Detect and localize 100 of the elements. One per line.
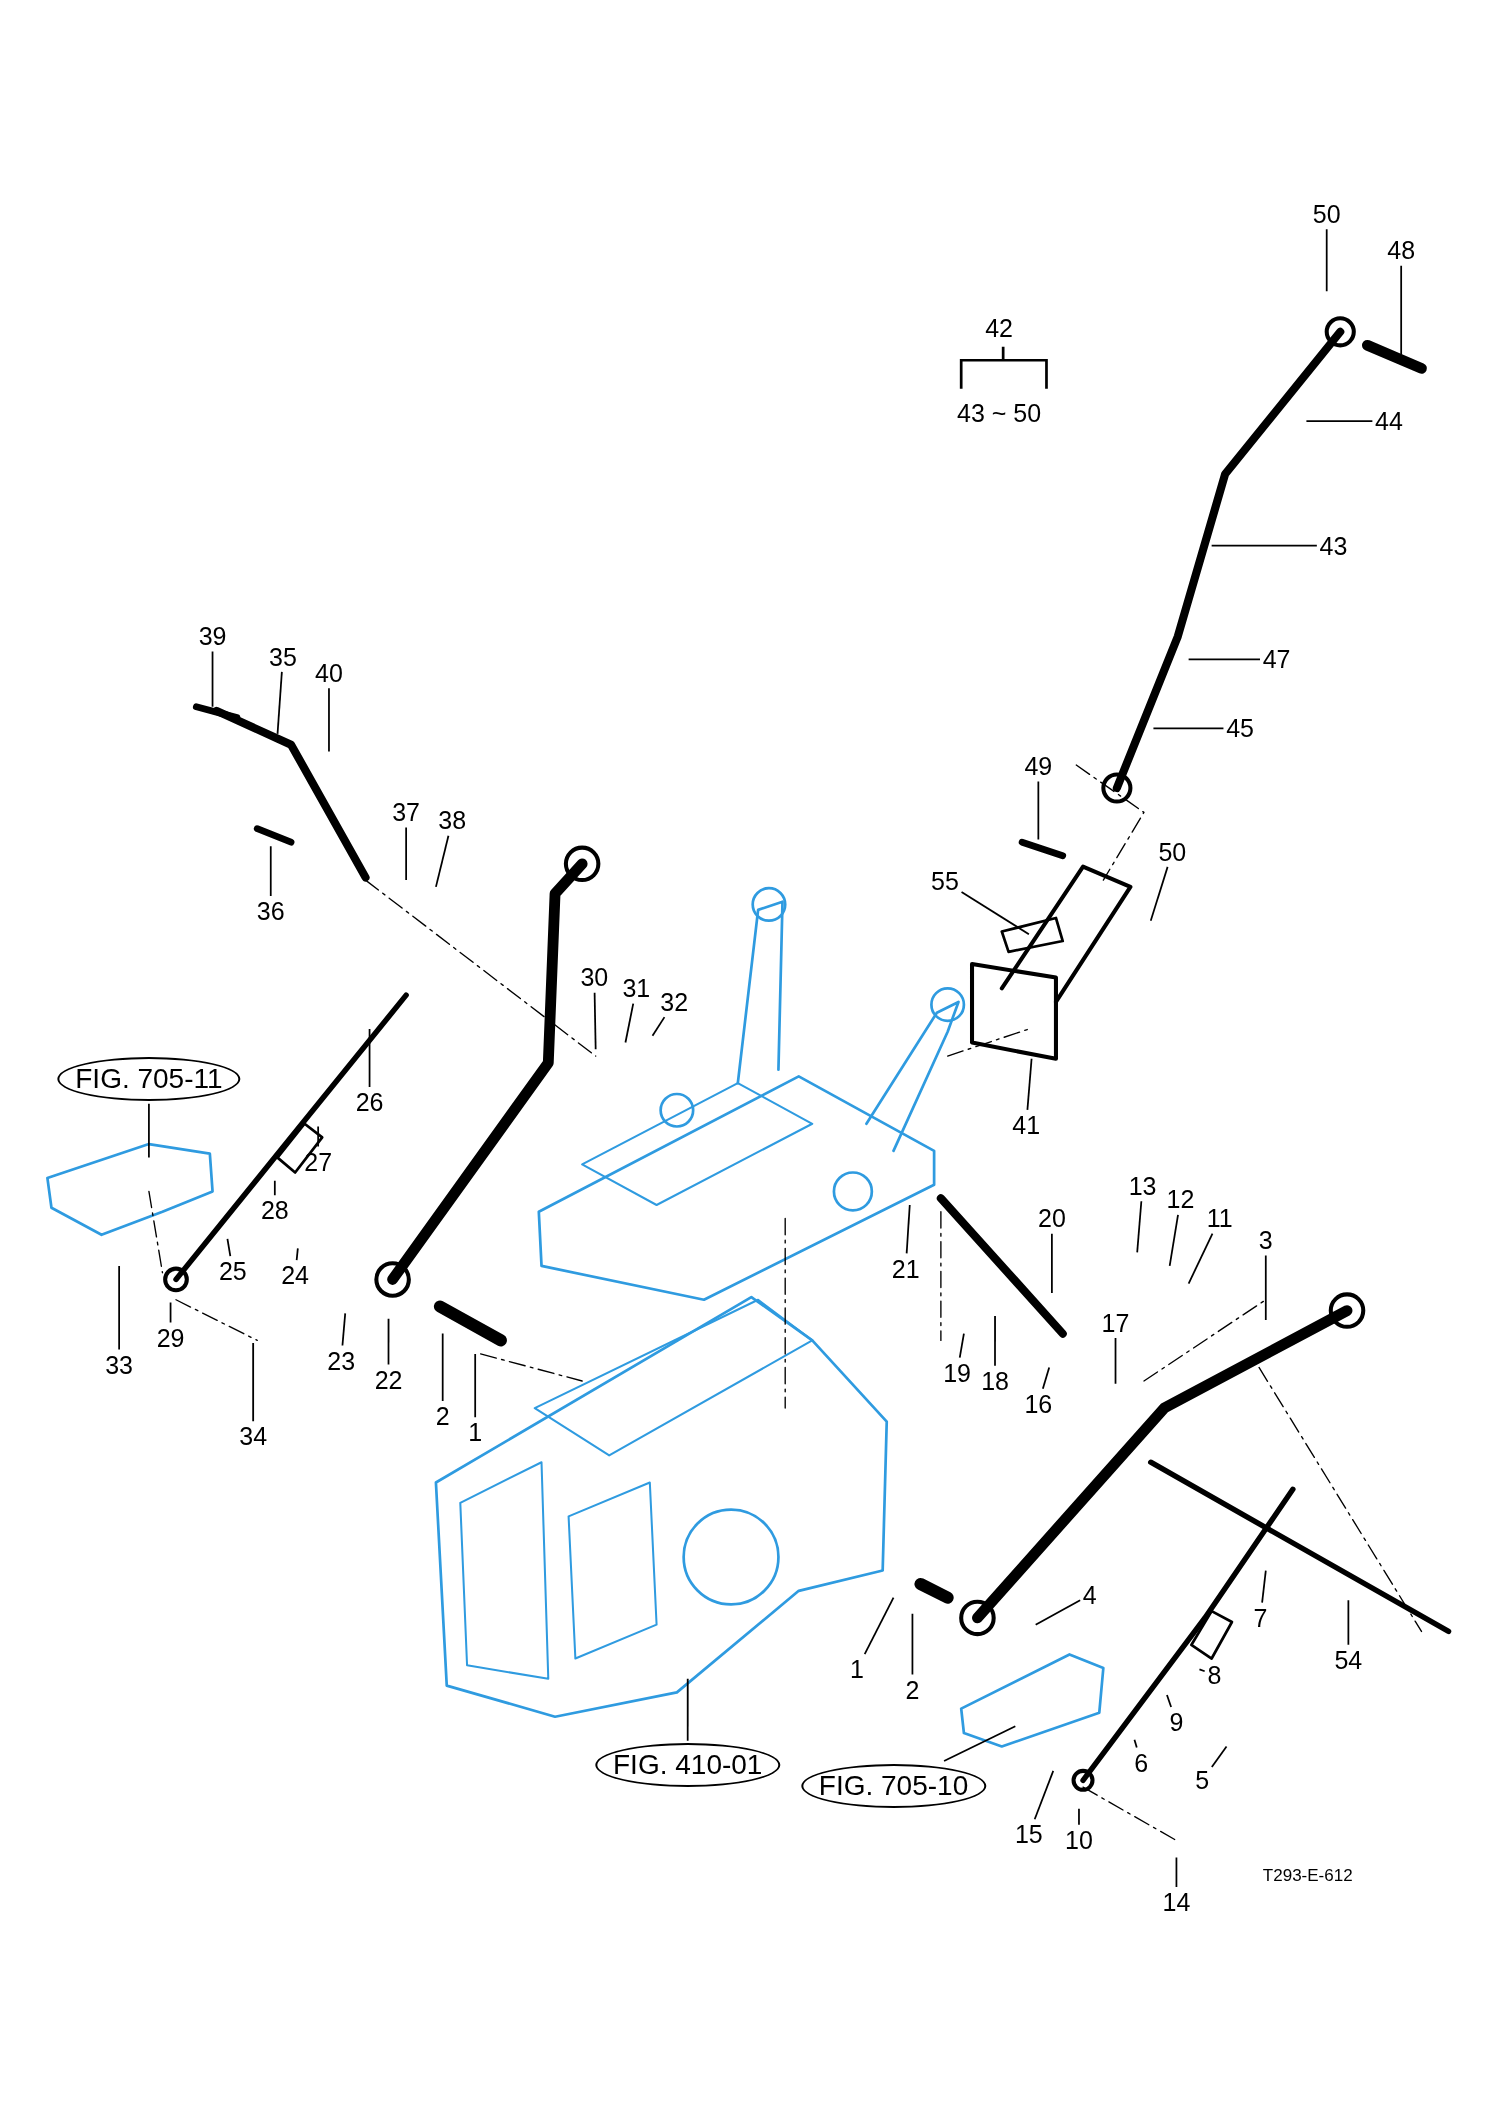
callout-number: 43 ~ 50 — [957, 400, 1042, 426]
leader-line — [1347, 1599, 1350, 1646]
callout-number: 14 — [1162, 1889, 1191, 1915]
leader-line — [226, 1237, 232, 1257]
leader-line — [1034, 1599, 1082, 1626]
callout-number: 12 — [1166, 1186, 1195, 1212]
callout-number: 9 — [1169, 1709, 1184, 1735]
leader-line — [686, 1677, 689, 1742]
leader-line — [405, 826, 407, 881]
leader-line — [905, 1204, 911, 1255]
leader-line — [211, 650, 214, 708]
leader-line — [328, 687, 330, 753]
callout-number: 36 — [256, 898, 285, 924]
leader-line — [1166, 1694, 1172, 1708]
callout-number: 24 — [281, 1262, 310, 1288]
callout-number: 39 — [198, 623, 227, 649]
callout-number: 38 — [438, 807, 467, 833]
figure-reference: FIG. 705-11 — [57, 1056, 241, 1101]
callout-number: 7 — [1253, 1605, 1268, 1631]
callout-number: 33 — [105, 1352, 134, 1378]
callout-number: 1 — [850, 1656, 864, 1682]
callout-number: 17 — [1101, 1310, 1130, 1336]
callout-number: 4 — [1082, 1582, 1097, 1608]
leader-line — [1078, 1807, 1080, 1826]
callout-number: 6 — [1134, 1750, 1149, 1776]
callout-number: 8 — [1207, 1662, 1222, 1688]
callout-number: 2 — [905, 1677, 920, 1702]
callout-number: 54 — [1334, 1647, 1363, 1673]
callout-number: 5 — [1195, 1767, 1210, 1793]
leader-line — [1051, 1232, 1053, 1294]
callout-number: 34 — [239, 1423, 268, 1449]
callout-number: 1 — [468, 1419, 483, 1445]
callout-number: 45 — [1226, 715, 1254, 741]
callout-number: 50 — [1312, 201, 1341, 227]
callout-number: 31 — [622, 975, 651, 1001]
callout-number: 44 — [1375, 408, 1403, 434]
callout-number: 18 — [981, 1368, 1009, 1394]
leader-line — [148, 1102, 150, 1159]
leader-line — [118, 1265, 120, 1351]
leader-line — [943, 1725, 1017, 1762]
callout-number: 25 — [218, 1258, 247, 1284]
figure-reference: FIG. 705-10 — [800, 1763, 987, 1808]
callout-number: 10 — [1065, 1827, 1093, 1853]
leader-line — [1210, 1745, 1228, 1768]
leader-line — [252, 1342, 255, 1423]
leader-line — [958, 1332, 965, 1359]
leader-line — [441, 1332, 444, 1402]
leader-line — [1261, 1569, 1267, 1604]
leader-line — [1136, 1200, 1143, 1254]
leader-line — [1187, 1232, 1214, 1285]
callout-number: 43 — [1319, 533, 1348, 559]
leader-line — [863, 1596, 895, 1656]
leader-line — [1325, 228, 1328, 293]
callout-number: 26 — [355, 1089, 384, 1115]
leader-line — [276, 671, 283, 735]
callout-number: 20 — [1038, 1205, 1066, 1231]
leader-line — [994, 1315, 996, 1367]
leader-line — [1041, 1366, 1051, 1390]
leader-line — [474, 1353, 477, 1419]
leader-line — [911, 1612, 914, 1676]
leader-line — [960, 891, 1030, 936]
leader-line — [1210, 544, 1318, 547]
callout-number: 35 — [269, 644, 297, 670]
leader-line — [368, 1028, 371, 1088]
leader-line — [1264, 1254, 1267, 1321]
leader-line — [1149, 866, 1169, 922]
callout-number: 42 — [985, 315, 1013, 341]
leader-line — [1168, 1213, 1179, 1267]
leader-line — [624, 1002, 635, 1044]
leader-line — [593, 991, 597, 1051]
callout-number: 30 — [580, 964, 609, 990]
leader-line — [651, 1016, 666, 1037]
leader-line — [1026, 1057, 1033, 1111]
leader-line — [1152, 727, 1225, 730]
callout-number: 40 — [315, 660, 343, 686]
drawing-number: T293-E-612 — [1262, 1866, 1353, 1884]
leader-line — [341, 1312, 347, 1347]
leader-line — [295, 1247, 299, 1262]
leader-line — [1037, 780, 1040, 841]
callout-number: 28 — [260, 1197, 289, 1223]
leader-line — [1114, 1337, 1117, 1385]
leader-line — [1198, 1668, 1206, 1673]
leader-line — [273, 1179, 276, 1197]
callout-number: 29 — [156, 1325, 185, 1351]
leader-line — [269, 845, 272, 897]
leader-line — [435, 834, 450, 888]
leader-line — [387, 1317, 390, 1366]
leader-line — [1400, 264, 1403, 356]
callout-number: 13 — [1128, 1173, 1157, 1199]
figure-reference: FIG. 410-01 — [595, 1743, 781, 1788]
callout-number: 21 — [891, 1256, 920, 1281]
leader-line — [1033, 1770, 1055, 1821]
leader-line — [1187, 658, 1261, 661]
leader-line — [1133, 1738, 1138, 1749]
callout-number: 22 — [374, 1367, 403, 1392]
callout-number: 55 — [931, 868, 959, 894]
callout-number: 50 — [1158, 839, 1187, 865]
callout-number: 41 — [1012, 1112, 1041, 1138]
leader-line — [1305, 420, 1374, 423]
callout-number: 19 — [943, 1360, 972, 1386]
